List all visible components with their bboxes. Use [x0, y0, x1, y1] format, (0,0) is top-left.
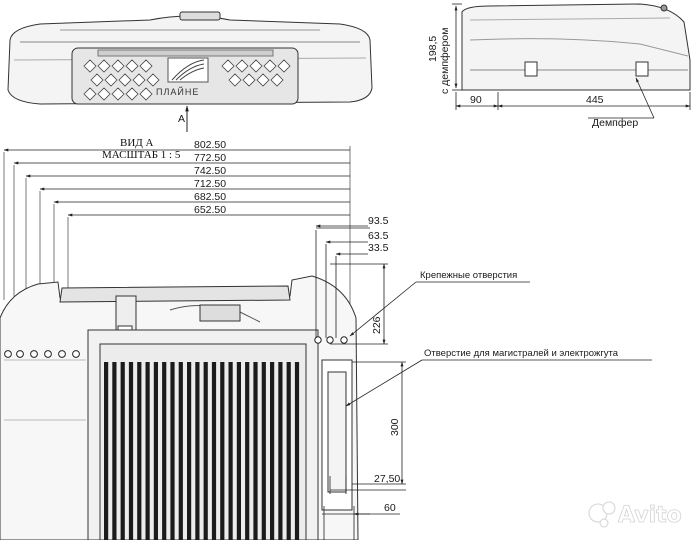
width-dim-label: 682.50: [194, 191, 226, 203]
note-mount-holes: Крепежные отверстия: [420, 270, 517, 281]
radiator-fin: [128, 362, 134, 540]
grille-left: [83, 59, 160, 101]
radiator-fin: [162, 362, 167, 540]
radiator-core: [104, 362, 300, 540]
radiator-fin: [253, 362, 258, 540]
right-dim-33-5: 33.5: [368, 242, 389, 254]
brand-text: ПЛАЙНЕ: [156, 86, 199, 97]
side-view: [461, 3, 691, 91]
mount-hole: [30, 350, 38, 358]
radiator-fin: [153, 362, 158, 540]
radiator-fin: [294, 362, 300, 540]
width-dim-label: 712.50: [194, 178, 226, 190]
opening-height-dim: 300: [389, 418, 401, 436]
mount-hole: [16, 350, 24, 358]
radiator-fin: [187, 362, 192, 540]
mount-hole: [4, 350, 12, 358]
radiator-fin: [178, 362, 183, 540]
width-dim-label: 772.50: [194, 152, 226, 164]
damper-label: Демпфер: [592, 117, 638, 129]
holes-depth-dim: 226: [371, 316, 383, 334]
mount-hole: [44, 350, 52, 358]
view-scale: МАСШТАБ 1 : 5: [102, 149, 181, 161]
height-note: с демпфером: [439, 28, 451, 94]
view-title: ВИД А: [120, 137, 154, 149]
watermark-text: Avito: [618, 503, 682, 528]
radiator-fin: [278, 362, 283, 540]
width-dim-label: 652.50: [194, 204, 226, 216]
length-dim: 445: [586, 94, 604, 106]
mount-hole: [72, 350, 80, 358]
radiator-fin: [245, 362, 250, 540]
brand-logo: [167, 57, 209, 83]
radiator-fin: [170, 362, 175, 540]
width-dim-label: 742.50: [194, 165, 226, 177]
radiator-fin: [286, 362, 291, 540]
mount-hole: [314, 336, 322, 344]
radiator-fin: [145, 362, 150, 540]
radiator-fin: [270, 362, 275, 540]
radiator-fin: [236, 362, 241, 540]
bottom-dim-60: 60: [384, 502, 396, 514]
watermark: Avito: [588, 501, 682, 528]
radiator-fin: [137, 362, 142, 540]
radiator-fin: [220, 362, 225, 540]
radiator-fin: [104, 362, 109, 540]
bottom-dim-27-50: 27,50: [374, 473, 400, 485]
section-mark: A: [178, 113, 185, 125]
radiator-fin: [228, 362, 233, 540]
width-dim-label: 802.50: [194, 139, 226, 151]
mount-hole: [58, 350, 66, 358]
note-line-opening: Отверстие для магистралей и электрожгута: [424, 348, 619, 359]
radiator-fin: [211, 362, 217, 540]
offset-dim: 90: [470, 94, 482, 106]
radiator-fin: [120, 362, 125, 540]
front-view: [7, 11, 373, 105]
right-dim-63-5: 63.5: [368, 230, 389, 242]
mounting-holes: [4, 336, 348, 358]
mount-hole: [326, 336, 334, 344]
right-dim-93-5: 93.5: [368, 215, 389, 227]
grille-right: [221, 59, 291, 87]
height-dim: 198,5: [427, 36, 439, 62]
radiator-fin: [112, 362, 117, 540]
radiator-fin: [203, 362, 208, 540]
mount-hole: [340, 336, 348, 344]
radiator-fin: [195, 362, 200, 540]
radiator-fin: [261, 362, 266, 540]
